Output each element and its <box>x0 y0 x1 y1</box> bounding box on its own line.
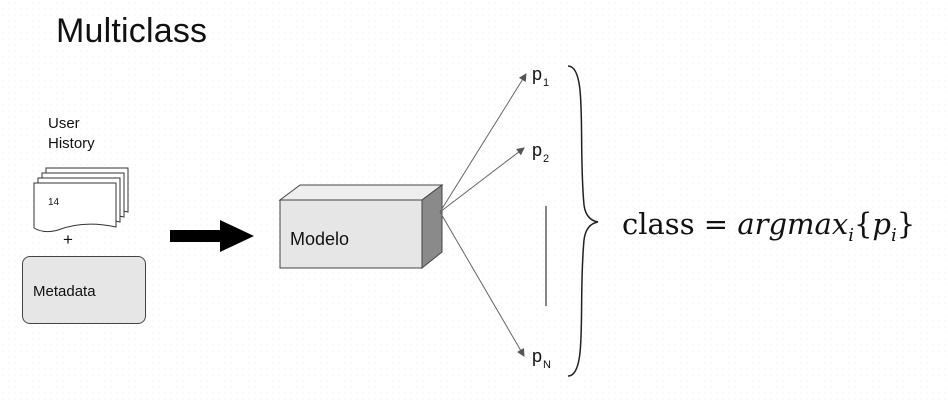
user-history-label-line2: History <box>48 135 95 152</box>
formula-func-sub: i <box>848 225 854 246</box>
input-to-model-arrow <box>170 220 254 252</box>
argmax-formula: class = argmaxi{pi} <box>622 207 915 246</box>
metadata-box: Metadata <box>22 256 146 324</box>
formula-arg-sub: i <box>891 225 897 246</box>
output-p1-base: p <box>532 64 543 84</box>
user-history-documents-icon <box>33 167 129 233</box>
model-label: Modelo <box>290 229 350 249</box>
user-history-count: 14 <box>48 197 60 208</box>
formula-equals: = <box>703 207 729 241</box>
formula-close-brace: } <box>896 207 916 241</box>
formula-open-brace: { <box>853 207 873 241</box>
arrow-to-pN <box>439 211 525 357</box>
output-p2: p2 <box>532 140 549 165</box>
output-p1-sub: 1 <box>543 77 550 89</box>
formula-func: argmax <box>737 207 849 241</box>
arrow-to-p2 <box>439 147 525 213</box>
formula-lhs: class <box>622 207 695 241</box>
output-pN-sub: N <box>543 359 551 371</box>
slide-title: Multiclass <box>56 12 208 50</box>
user-history-label-line1: User <box>48 115 80 132</box>
model-box <box>278 184 444 270</box>
formula-arg: p <box>872 207 891 241</box>
output-arrows <box>439 73 527 357</box>
output-p2-base: p <box>532 140 543 160</box>
output-pN: pN <box>532 346 551 371</box>
curly-brace <box>567 65 599 377</box>
output-pN-base: p <box>532 346 543 366</box>
arrow-to-p1 <box>439 73 527 213</box>
user-history-label: User History <box>48 114 95 154</box>
output-p1: p1 <box>532 64 549 89</box>
plus-sign: + <box>63 230 73 249</box>
metadata-label: Metadata <box>33 283 96 300</box>
output-p2-sub: 2 <box>543 153 550 165</box>
